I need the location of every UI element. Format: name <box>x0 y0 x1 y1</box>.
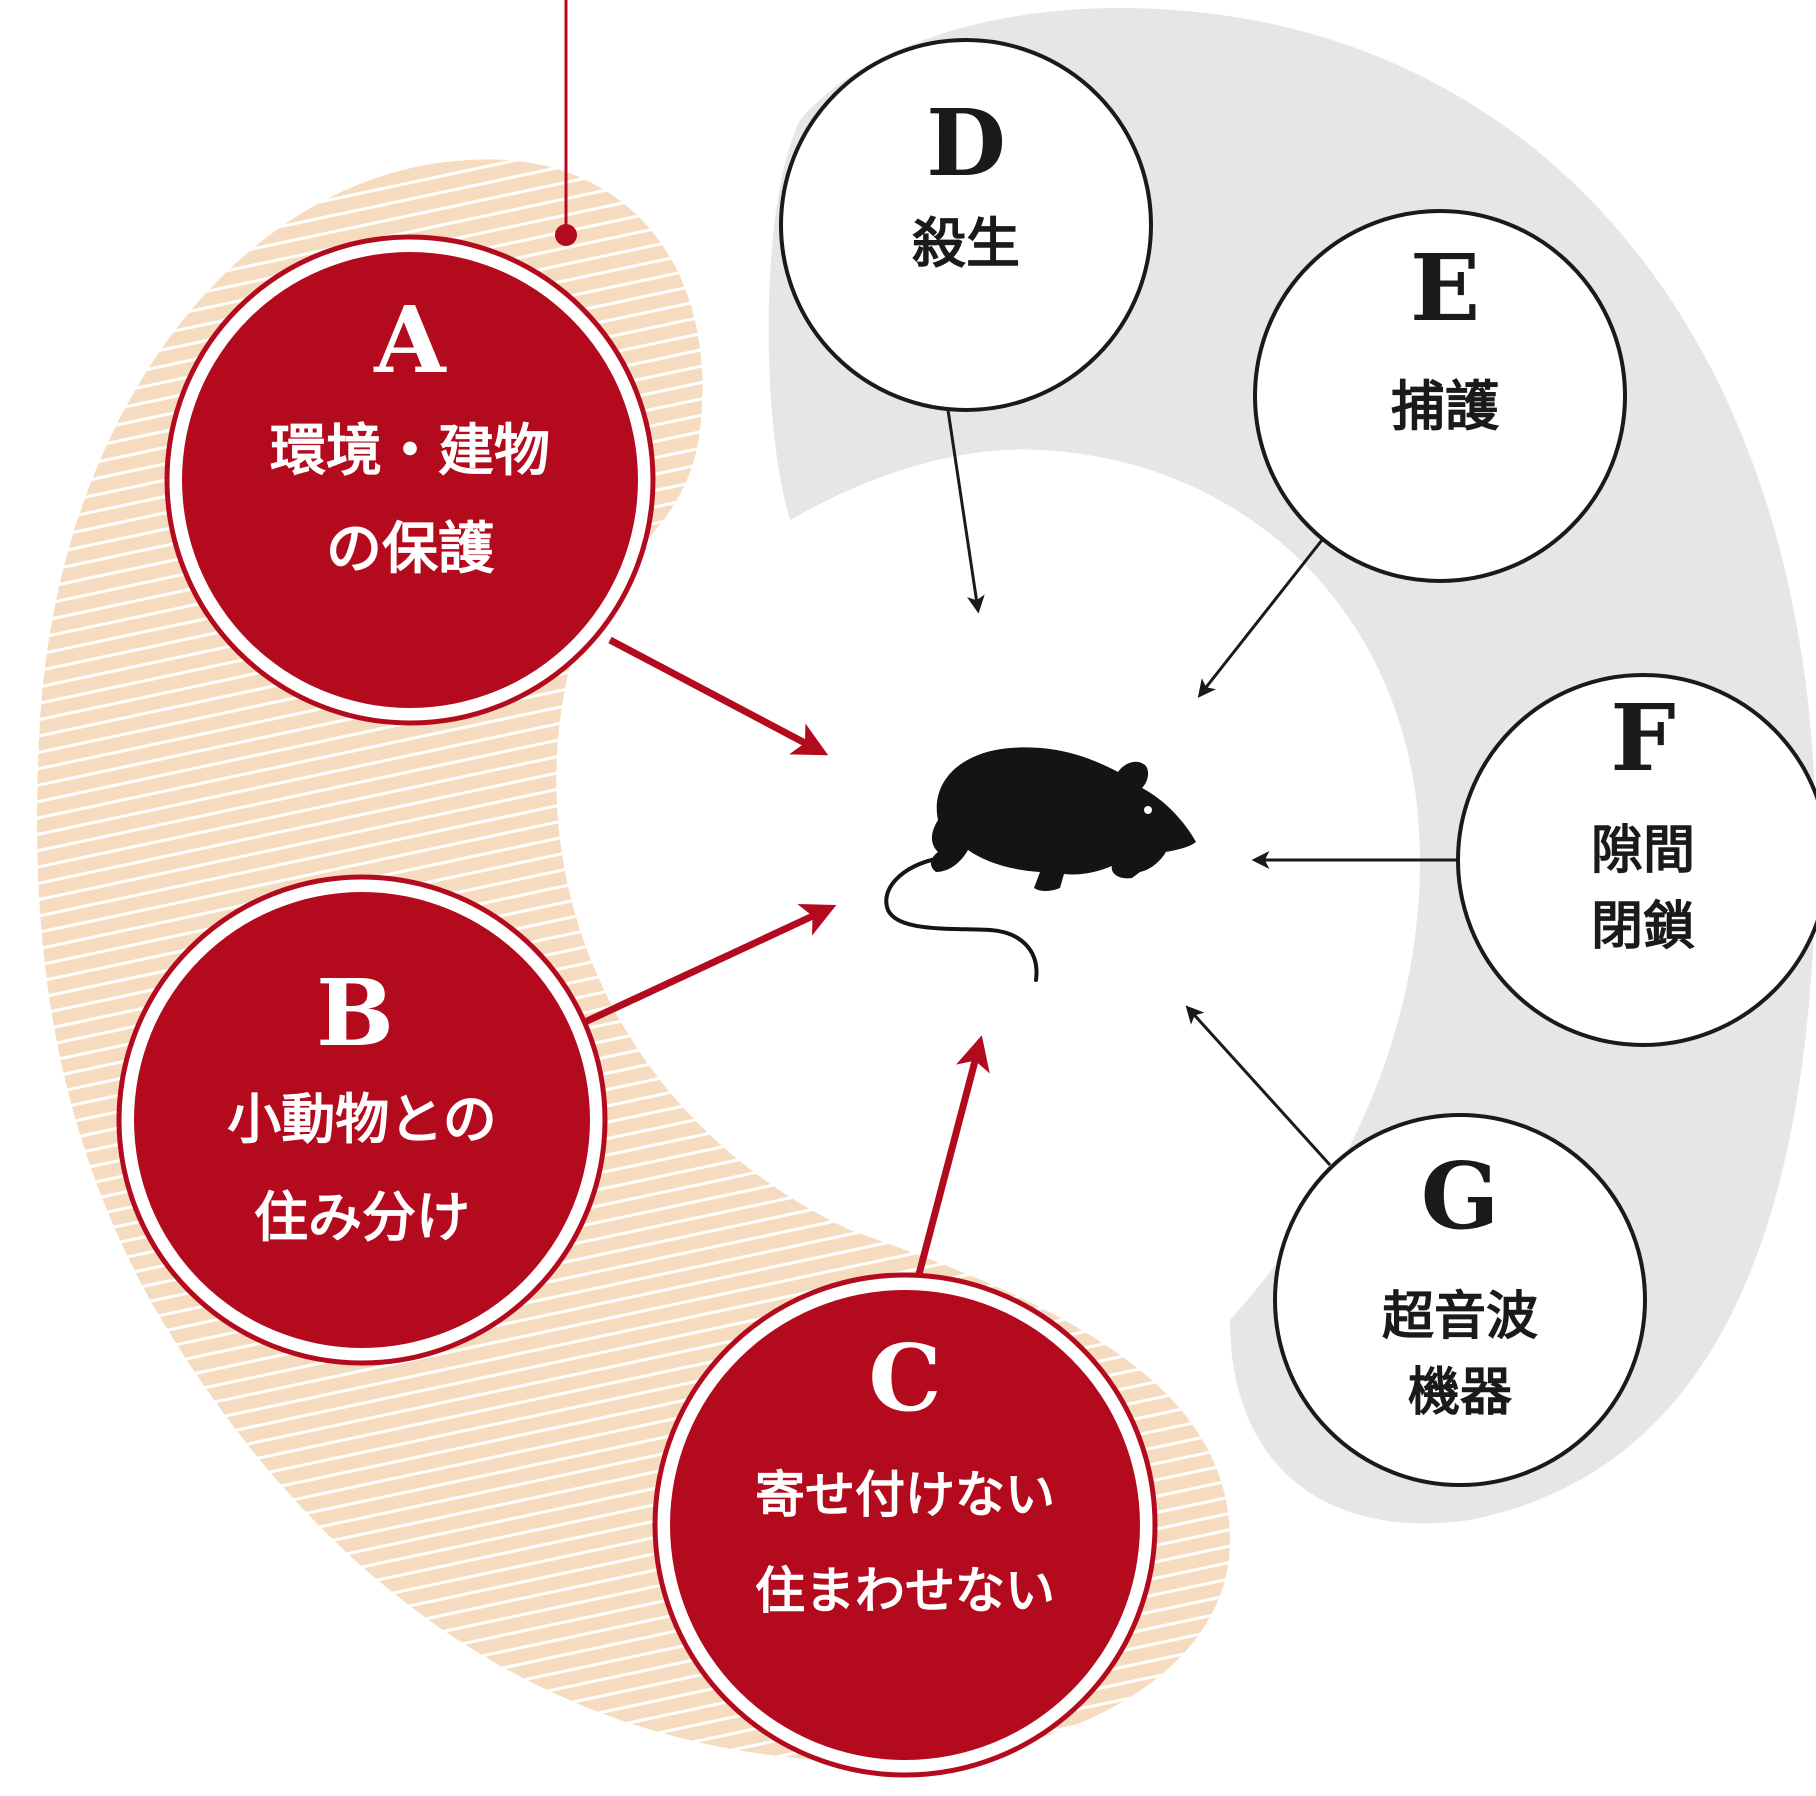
node-d-letter: D <box>926 89 1006 197</box>
node-e: E 捕護 <box>1253 209 1627 583</box>
node-c-label-line1: 寄せ付けない <box>755 1466 1055 1524</box>
node-d: D 殺生 <box>779 38 1153 412</box>
node-c: C 寄せ付けない 住まわせない <box>652 1272 1158 1778</box>
node-f-label-line2: 閉鎖 <box>1591 896 1695 957</box>
node-b-label-line2: 住み分け <box>254 1186 470 1249</box>
node-b-letter: B <box>316 959 394 1067</box>
rat-silhouette-icon <box>884 747 1196 982</box>
node-c-label-line2: 住まわせない <box>755 1562 1055 1620</box>
node-b: B 小動物との 住み分け <box>116 874 608 1366</box>
arrow-a <box>608 636 829 756</box>
node-e-letter: E <box>1410 234 1480 342</box>
node-f-label-line1: 隙間 <box>1591 820 1695 881</box>
arrow-e <box>1197 539 1324 698</box>
arrow-g <box>1185 1005 1332 1167</box>
node-a-label-line1: 環境・建物 <box>270 419 550 484</box>
arrow-b <box>583 903 837 1026</box>
node-d-label-line1: 殺生 <box>912 211 1020 275</box>
arrow-c <box>914 1035 990 1279</box>
node-g-label-line1: 超音波 <box>1382 1286 1538 1347</box>
node-g: G 超音波 機器 <box>1273 1113 1647 1487</box>
node-f-letter: F <box>1610 684 1675 792</box>
node-g-label-line2: 機器 <box>1408 1362 1513 1423</box>
node-e-label-line1: 捕護 <box>1391 374 1500 438</box>
arrow-d <box>946 409 985 614</box>
connector-dot <box>555 224 577 246</box>
node-g-letter: G <box>1421 1142 1500 1250</box>
node-f: F 隙間 閉鎖 <box>1456 673 1816 1047</box>
node-a: A 環境・建物 の保護 <box>164 234 656 726</box>
node-c-letter: C <box>868 1324 941 1432</box>
node-a-label-line2: の保護 <box>326 517 495 582</box>
node-a-letter: A <box>373 286 447 394</box>
node-b-label-line1: 小動物との <box>227 1088 496 1151</box>
